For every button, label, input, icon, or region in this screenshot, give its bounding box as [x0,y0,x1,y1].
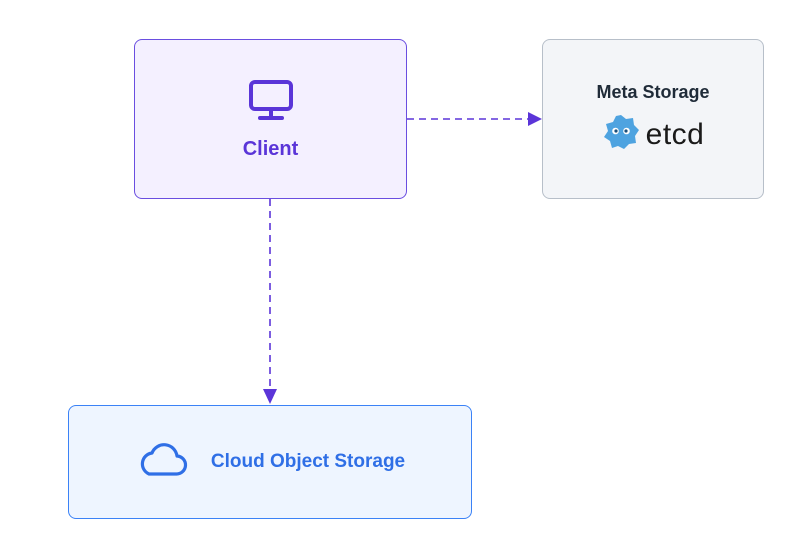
arrowhead [528,112,542,126]
etcd-logo-icon [602,113,640,156]
cloud-storage-label: Cloud Object Storage [210,451,406,472]
arrowhead [263,389,277,404]
meta-storage-node[interactable]: Meta Storage etcd [542,39,764,199]
edge-client-to-meta [407,112,542,126]
edge-client-to-storage [263,199,277,404]
cloud-icon [135,442,189,483]
meta-storage-title: Meta Storage [596,82,710,102]
etcd-wordmark: etcd [645,117,705,151]
monitor-icon [248,77,294,128]
client-node[interactable]: Client [134,39,407,199]
client-label: Client [242,138,299,160]
cloud-object-storage-node[interactable]: Cloud Object Storage [68,405,472,519]
etcd-logo: etcd [602,113,705,156]
